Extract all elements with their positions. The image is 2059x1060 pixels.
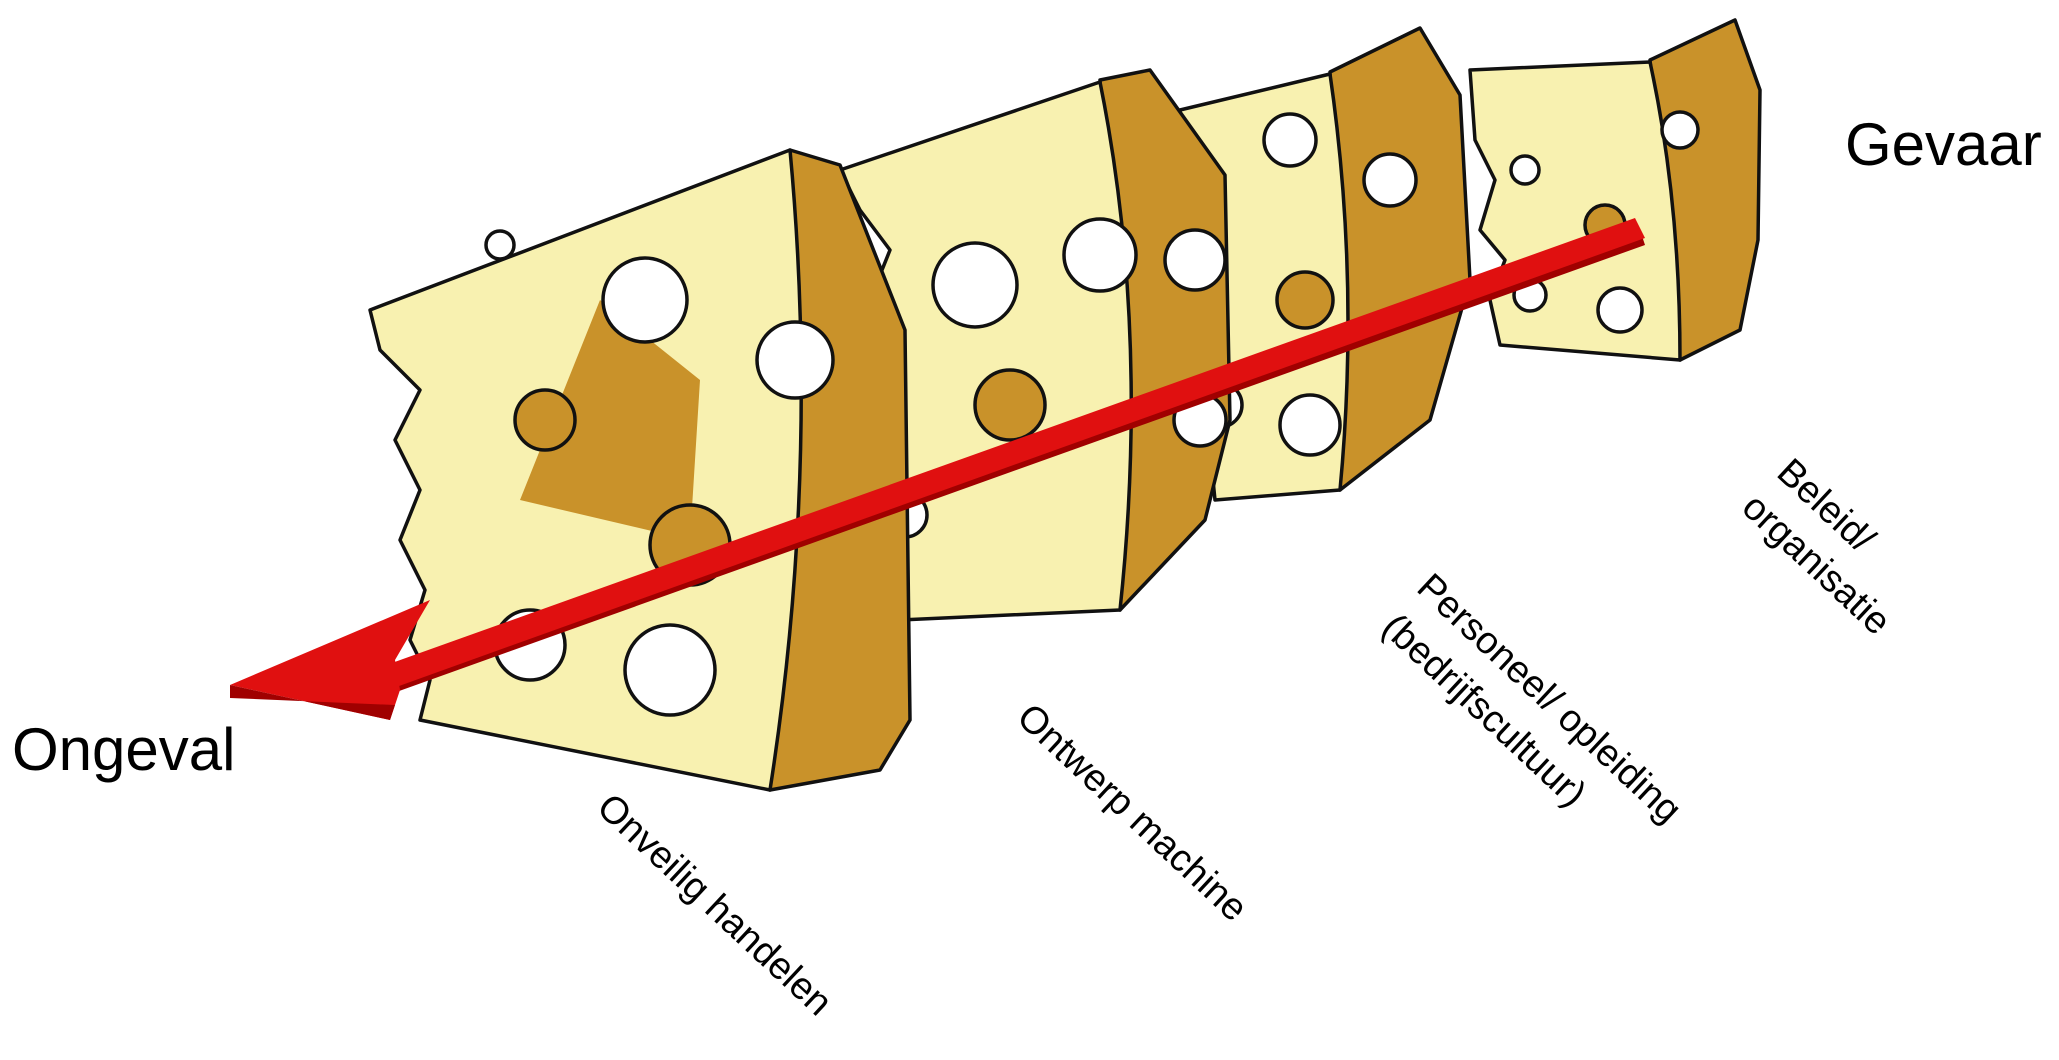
hazard-label: Gevaar <box>1845 111 2042 178</box>
accident-label: Ongeval <box>12 716 235 783</box>
layer-label-onveilig: Onveilig handelen <box>589 786 840 1024</box>
cheese-slice-beleid <box>1470 20 1760 360</box>
cheese-slice-onveilig <box>370 150 910 790</box>
layer-label-ontwerp: Ontwerp machine <box>1009 696 1255 930</box>
